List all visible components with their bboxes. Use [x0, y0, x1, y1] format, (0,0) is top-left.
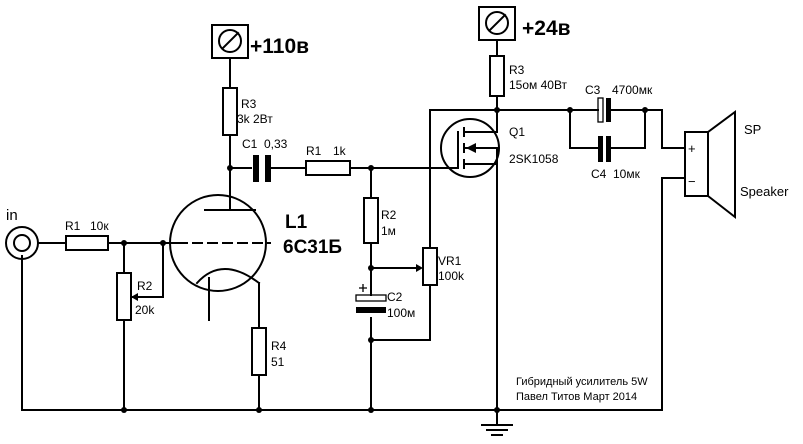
vacuum-tube-icon	[169, 194, 271, 292]
c4-value: 10мк	[613, 167, 641, 181]
speaker-name: SP	[744, 122, 761, 137]
resistor-r4	[251, 327, 267, 376]
author-note-line1: Гибридный усилитель 5W	[516, 376, 648, 388]
tube-name: L1	[285, 212, 308, 233]
speaker-minus: −	[688, 174, 696, 189]
c3-value: 4700мк	[612, 83, 653, 97]
ground-icon	[481, 424, 513, 436]
r2-bias-name: R2	[381, 208, 397, 222]
resistor-r1-gate	[305, 160, 351, 176]
r2-pot-value: 20k	[135, 303, 155, 317]
q1-name: Q1	[509, 125, 525, 139]
q1-type: 2SK1058	[509, 152, 559, 166]
wires	[21, 39, 686, 426]
supply-110-icon	[211, 24, 249, 59]
resistor-r2-bias	[363, 197, 379, 244]
speaker-label: Speaker	[740, 184, 789, 199]
mosfet-icon	[440, 118, 500, 178]
vr1-value: 100k	[438, 269, 465, 283]
resistor-r3-load	[489, 55, 505, 97]
r3-tube-name: R3	[241, 97, 257, 111]
r2-pot-name: R2	[137, 279, 153, 293]
c2-value: 100м	[387, 306, 415, 320]
input-jack[interactable]	[5, 226, 39, 260]
r1-gate-value: 1k	[333, 144, 347, 158]
potentiometer-r2	[116, 272, 139, 321]
r3-load-value: 15ом 40Вт	[509, 78, 568, 92]
r1-in-name: R1	[65, 219, 81, 233]
r3-load-name: R3	[509, 63, 525, 77]
c2-name: C2	[387, 290, 403, 304]
resistor-r3-plate	[222, 87, 238, 136]
r4-value: 51	[271, 355, 285, 369]
speaker-icon	[684, 110, 736, 220]
r1-gate-name: R1	[306, 144, 322, 158]
supply-24-icon	[478, 6, 516, 41]
author-note-line2: Павел Титов Март 2014	[516, 391, 637, 403]
trimmer-vr1	[414, 247, 438, 286]
capacitor-c2-electrolytic	[355, 284, 387, 313]
vr1-name: VR1	[438, 254, 462, 268]
r1-in-value: 10к	[90, 219, 109, 233]
resistor-r1-in	[65, 235, 109, 251]
supply-24-label: +24в	[522, 17, 571, 40]
c1-value: 0,33	[264, 137, 288, 151]
capacitor-c1	[253, 155, 271, 182]
tube-type: 6С31Б	[283, 237, 342, 258]
speaker-plus: +	[688, 141, 696, 156]
supply-110-label: +110в	[250, 35, 309, 58]
c3-name: C3	[585, 83, 601, 97]
c1-name: C1	[242, 137, 258, 151]
junctions	[121, 107, 648, 413]
r4-name: R4	[271, 339, 287, 353]
c4-name: C4	[591, 167, 607, 181]
capacitor-c4	[598, 136, 611, 162]
r2-bias-value: 1м	[381, 224, 396, 238]
input-label: in	[6, 207, 18, 224]
capacitor-c3-electrolytic	[597, 97, 611, 123]
r3-tube-value: 3k 2Вт	[237, 112, 273, 126]
